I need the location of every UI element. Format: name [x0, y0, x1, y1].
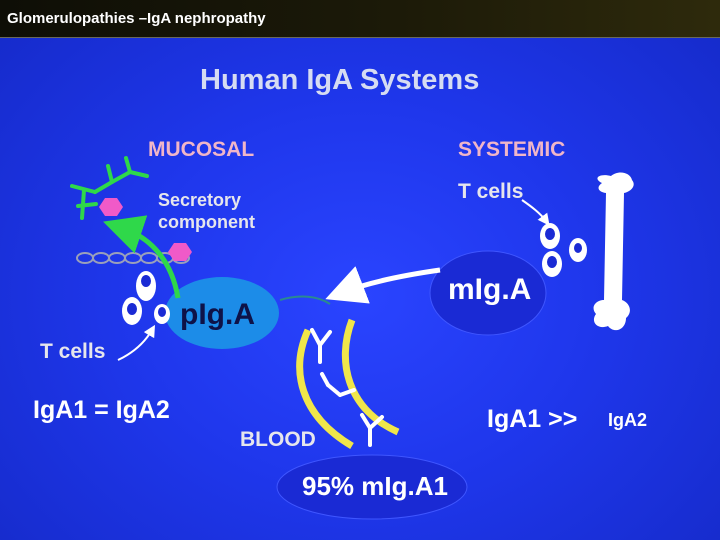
- secretory-component-label: Secretory component: [158, 190, 255, 232]
- tcells-mucosal-pointer: [117, 324, 156, 361]
- secretory-component-icon: [99, 198, 123, 216]
- piga-blood-connection: [279, 295, 331, 305]
- diagram-title: Human IgA Systems: [200, 64, 480, 96]
- secretory-iga-icon: [70, 156, 149, 220]
- piga-label: pIg.A: [180, 298, 255, 331]
- tcells-systemic-pointer: [521, 199, 550, 226]
- iga-greater-label: IgA1 >>: [487, 405, 578, 433]
- blood-label: BLOOD: [240, 428, 316, 451]
- header-bar: Glomerulopathies –IgA nephropathy: [0, 0, 720, 38]
- t-cells-mucosal-label: T cells: [40, 340, 106, 363]
- secretory-component-icon-2: [168, 243, 192, 261]
- miga-to-blood-arrow: [325, 266, 441, 304]
- t-cells-systemic-label: T cells: [458, 180, 524, 203]
- iga2-small-label: IgA2: [608, 410, 648, 430]
- systemic-cells-icon: [540, 223, 587, 277]
- bone-icon: [593, 172, 634, 331]
- miga-ellipse: [429, 250, 547, 336]
- transport-arrow: [103, 215, 181, 299]
- miga-y-icon: [310, 328, 384, 447]
- blood-vessel-outer: [341, 318, 400, 436]
- mucosal-cells-icon: [122, 271, 170, 325]
- iga-equal-label: IgA1 = IgA2: [33, 396, 170, 424]
- piga-ellipse: [165, 277, 279, 349]
- miga-label: mIg.A: [448, 273, 532, 306]
- systemic-label: SYSTEMIC: [458, 138, 566, 161]
- header-title: Glomerulopathies –IgA nephropathy: [7, 10, 266, 27]
- blood-vessel-inner: [296, 328, 354, 450]
- percent-miga-label: 95% mIg.A1: [302, 471, 448, 501]
- mucosal-label: MUCOSAL: [148, 138, 255, 161]
- blood-pool-ellipse: [276, 454, 468, 520]
